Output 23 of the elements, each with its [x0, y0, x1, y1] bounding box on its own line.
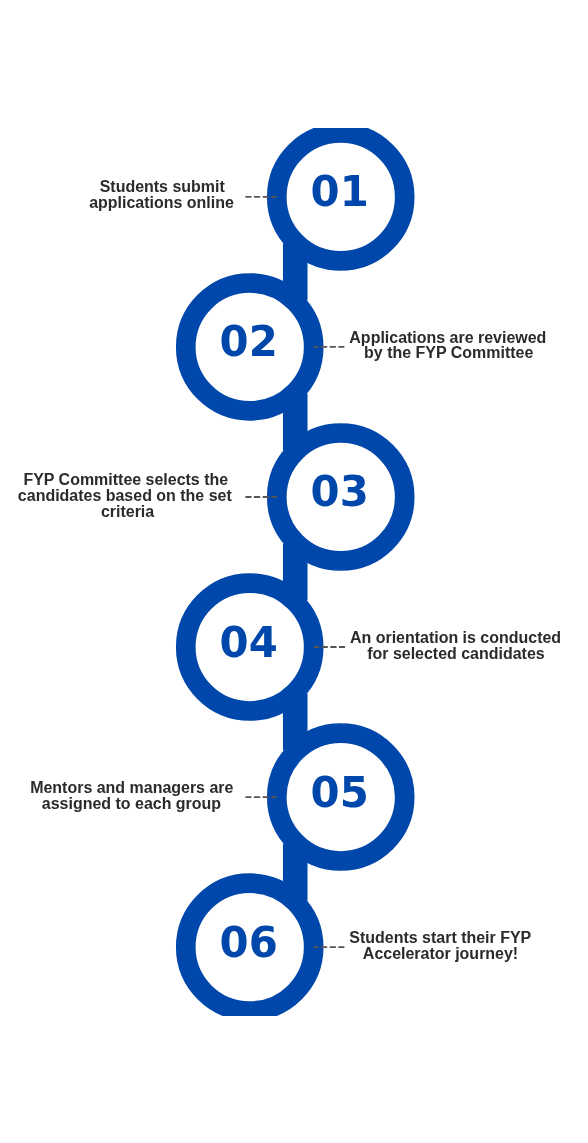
connector	[244, 795, 278, 798]
connector	[312, 645, 346, 648]
connector	[282, 243, 308, 300]
connector	[312, 945, 346, 948]
connector	[282, 393, 308, 450]
node-text: Applications are reviewed by the FYP Committee	[349, 328, 547, 361]
node-text: Students start their FYP Accelerator journey!	[349, 928, 532, 962]
connector	[282, 843, 308, 900]
node-circle: 02	[175, 272, 324, 421]
node-circle: 01	[266, 127, 415, 271]
node-circle: 04	[175, 572, 324, 721]
node-text: Students submit applications online	[89, 177, 234, 211]
node-text: FYP Committee selects the candidates based on the set criteria	[17, 470, 232, 520]
connector	[244, 495, 278, 498]
node-circle: 06	[175, 872, 324, 1016]
node-circle: 05	[266, 722, 415, 871]
connector	[244, 195, 278, 198]
connector	[282, 693, 308, 750]
node-text: Mentors and managers are assigned to each group	[30, 778, 234, 812]
node-text: An orientation is conducted for selected candidates	[349, 628, 562, 662]
connector	[312, 345, 346, 348]
connector	[282, 543, 308, 600]
node-circle: 03	[266, 422, 415, 571]
